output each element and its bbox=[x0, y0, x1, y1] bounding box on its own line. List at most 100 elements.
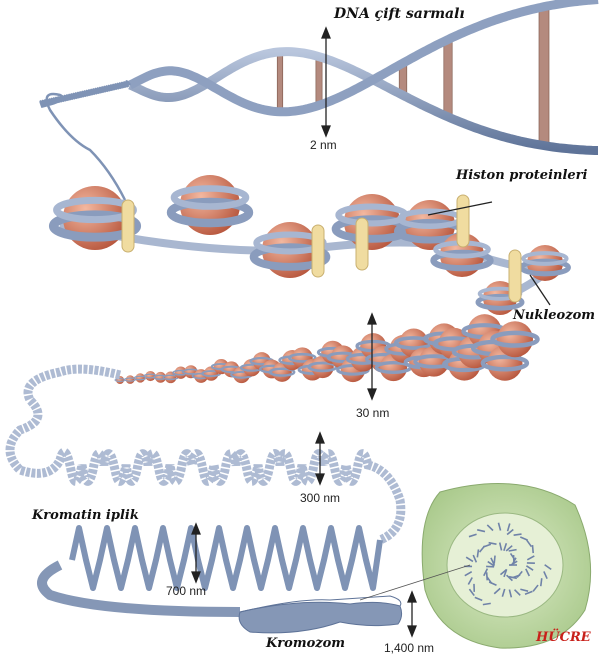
histone-h1 bbox=[311, 224, 325, 278]
mini-chromosome bbox=[467, 577, 473, 585]
mini-chromosome bbox=[468, 588, 475, 597]
cell-pointer-line bbox=[359, 564, 471, 601]
mini-chromosome bbox=[525, 565, 534, 571]
dna-wrap bbox=[287, 352, 317, 363]
histone-h1 bbox=[355, 217, 369, 271]
mini-chromosome bbox=[482, 602, 491, 606]
mini-chromosome bbox=[508, 548, 517, 552]
dna-wrap bbox=[475, 293, 525, 311]
label-chromatin-fiber: Kromatin iplik bbox=[32, 508, 139, 523]
mini-chromosome bbox=[486, 524, 494, 532]
mini-chromosome bbox=[539, 578, 543, 587]
dna-wrap bbox=[249, 243, 331, 271]
mini-chromosome bbox=[472, 554, 478, 563]
mini-chromosome bbox=[474, 596, 483, 602]
mini-chromosome bbox=[531, 545, 534, 554]
mini-chromosome bbox=[506, 574, 513, 582]
mini-chromosome bbox=[506, 523, 511, 532]
mini-chromosome bbox=[498, 542, 503, 551]
dna-wrap bbox=[480, 354, 530, 372]
mini-chromosome bbox=[544, 564, 552, 571]
dimension-300nm: 300 nm bbox=[300, 491, 341, 505]
dimension-2nm: 2 nm bbox=[310, 138, 337, 152]
dna-wrap bbox=[48, 210, 142, 242]
dimension-arrows bbox=[191, 26, 551, 638]
mini-chromosome bbox=[487, 560, 495, 567]
histone-h1 bbox=[121, 199, 135, 253]
dna-coil-tail bbox=[39, 80, 131, 201]
mini-chromosome bbox=[503, 569, 508, 578]
mini-chromosome bbox=[505, 545, 513, 552]
mini-chromosome bbox=[509, 553, 516, 561]
mini-chromosome bbox=[483, 568, 489, 577]
mini-chromosome bbox=[503, 542, 508, 552]
mini-chromosome bbox=[477, 529, 486, 533]
mini-chromosome bbox=[526, 555, 535, 561]
coil-700nm bbox=[37, 525, 383, 617]
mini-chromosome bbox=[532, 584, 539, 592]
label-chromosome: Kromozom bbox=[266, 636, 346, 651]
mini-chromosome bbox=[520, 588, 529, 592]
base-pair bbox=[538, 6, 550, 146]
dna-wrap bbox=[519, 258, 571, 277]
histone-h1 bbox=[456, 194, 470, 248]
dna-wrap bbox=[490, 330, 540, 348]
dna-wrap bbox=[521, 251, 569, 266]
fiber-nucleosome bbox=[135, 373, 145, 383]
fiber-nucleosome bbox=[145, 370, 156, 382]
mini-chromosome bbox=[488, 581, 497, 586]
mini-chromosome bbox=[493, 555, 496, 564]
dimension-1400nm: 1,400 nm bbox=[384, 641, 435, 655]
mini-chromosome bbox=[524, 590, 533, 596]
fiber-nucleosome bbox=[497, 321, 533, 358]
dna-wrap bbox=[268, 367, 296, 377]
cell-chromosomes bbox=[464, 522, 552, 606]
dna-strand bbox=[128, 0, 599, 117]
mini-chromosome bbox=[516, 570, 523, 578]
mini-chromosome bbox=[519, 536, 528, 541]
label-nucleosome: Nukleozom bbox=[513, 308, 596, 323]
dimension-700nm: 700 nm bbox=[166, 584, 207, 598]
mini-chromosome bbox=[497, 522, 502, 531]
cell bbox=[359, 483, 592, 649]
mini-chromosome bbox=[468, 533, 477, 538]
label-cell: HÜCRE bbox=[536, 630, 591, 645]
mini-chromosome bbox=[490, 557, 496, 566]
mini-chromosome bbox=[465, 556, 474, 563]
dna-wrap bbox=[170, 185, 250, 210]
mini-chromosome bbox=[485, 572, 489, 581]
coil-tail bbox=[37, 560, 241, 617]
mini-chromosome bbox=[525, 568, 531, 577]
chromosome bbox=[238, 595, 403, 634]
mini-chromosome bbox=[493, 587, 501, 595]
dna-double-helix bbox=[39, 0, 599, 201]
base-pair bbox=[443, 39, 453, 118]
mini-chromosome bbox=[508, 589, 513, 598]
mini-chromosome bbox=[478, 545, 486, 553]
mini-chromosome bbox=[513, 533, 522, 536]
mini-chromosome bbox=[464, 570, 473, 577]
dna-wrap bbox=[166, 197, 254, 228]
fiber-nucleosome bbox=[155, 371, 166, 383]
coiled-chromatin bbox=[69, 525, 383, 591]
mini-chromosome bbox=[513, 589, 521, 596]
base-pair bbox=[276, 51, 284, 113]
chromatin-loop-fiber bbox=[5, 364, 406, 545]
mini-chromosome bbox=[506, 528, 514, 536]
chromatin-loops-300nm bbox=[5, 364, 406, 545]
mini-chromosome bbox=[526, 539, 533, 548]
base-pair bbox=[315, 56, 323, 106]
label-histone-proteins: Histon proteinleri bbox=[456, 168, 588, 183]
histone-h1 bbox=[508, 249, 522, 303]
dimension-30nm: 30 nm bbox=[356, 406, 390, 420]
nucleosome-string bbox=[48, 175, 571, 315]
dna-strand bbox=[128, 47, 598, 155]
fiber-30nm bbox=[114, 314, 540, 384]
mini-chromosome bbox=[543, 571, 548, 580]
fiber-nucleosome bbox=[125, 375, 135, 384]
dna-wrap bbox=[430, 249, 494, 272]
mini-chromosome bbox=[488, 541, 497, 545]
mini-chromosome bbox=[476, 549, 480, 558]
